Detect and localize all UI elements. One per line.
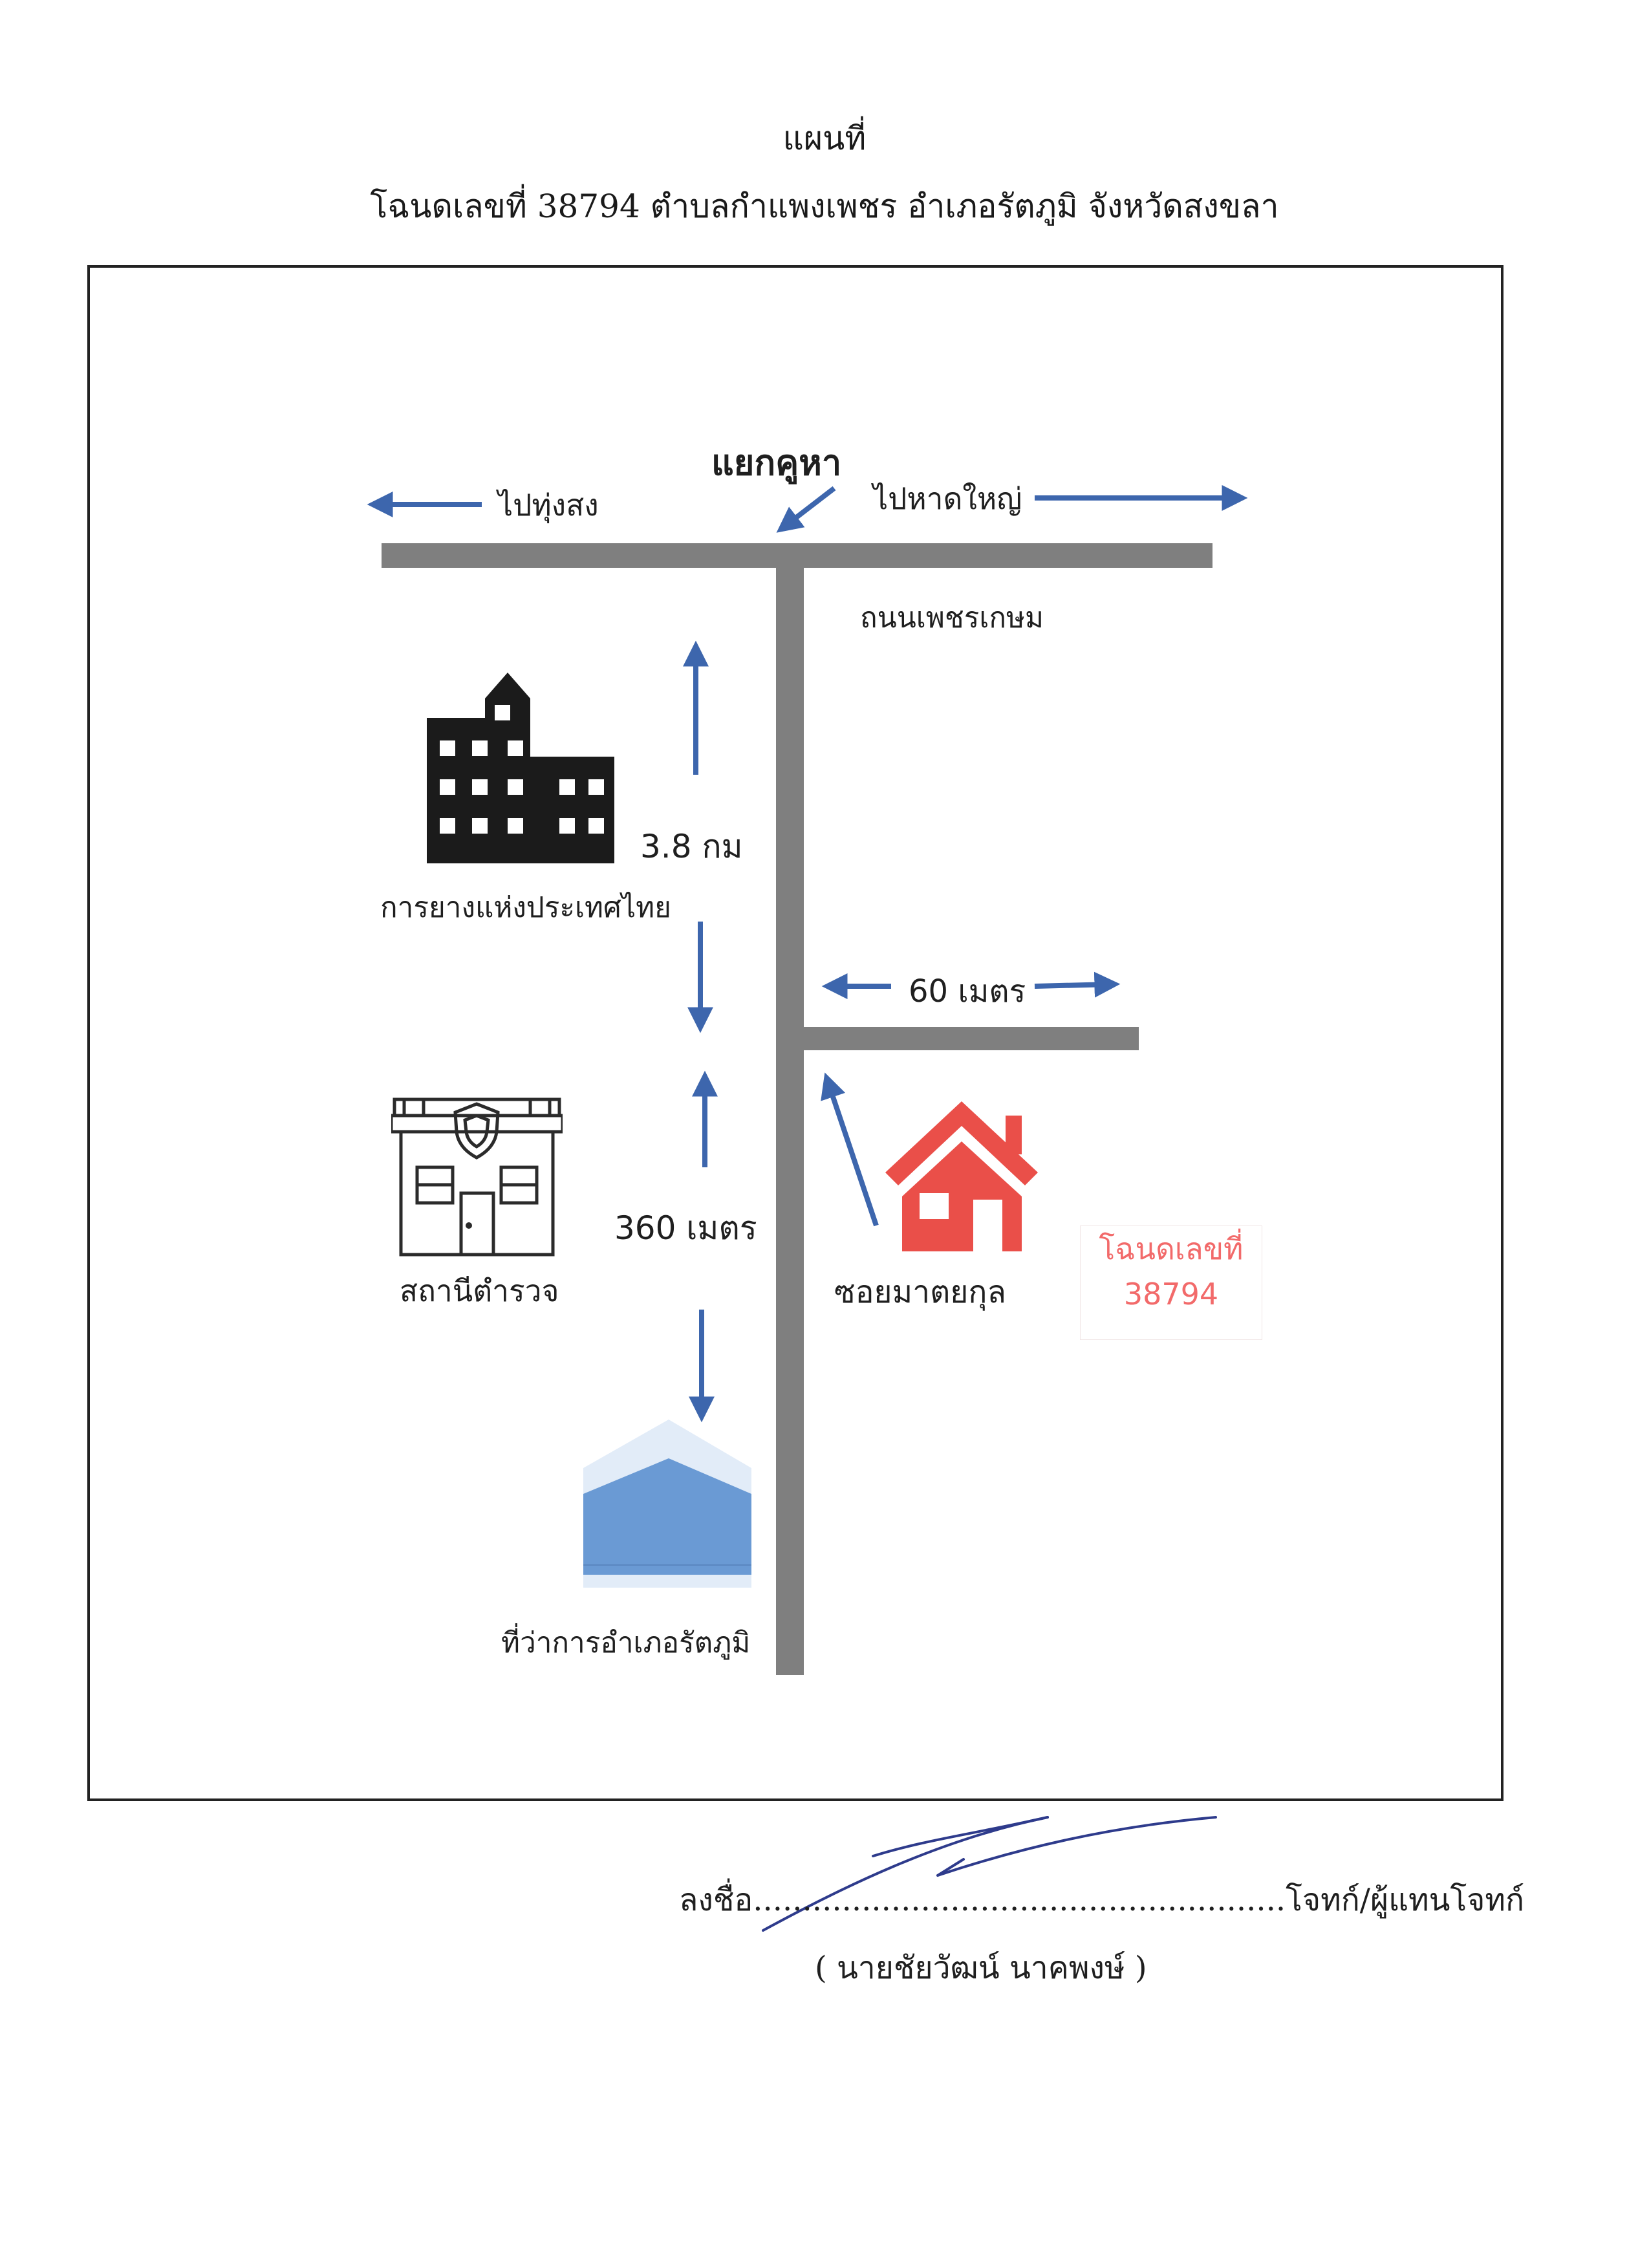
direction-thung-song-label: ไปทุ่งสง <box>498 488 599 523</box>
side-road-length-label: 60 เมตร <box>909 973 1026 1010</box>
soi-label: ซอยมาตยกุล <box>834 1274 1006 1310</box>
map-frame <box>87 265 1503 1801</box>
parcel-label-line2: 38794 <box>1123 1277 1219 1312</box>
main-road-vertical <box>776 568 804 1675</box>
junction-label: แยกคูหา <box>711 442 842 483</box>
signer-name: ( นายชัยวัฒน์ นาคพงษ์ ) <box>815 1950 1147 1986</box>
district-office-label: ที่ว่าการอำเภอรัตภูมิ <box>501 1626 751 1659</box>
house-icon <box>885 1101 1038 1251</box>
police-station-label: สถานีตำรวจ <box>400 1273 559 1308</box>
rubber-authority-label: การยางแห่งประเทศไทย <box>380 891 671 924</box>
page-title: แผนที่ <box>782 120 867 157</box>
main-road-horizontal <box>382 543 1212 568</box>
signature-scribble-icon <box>762 1816 1217 1932</box>
distance-south-label: 360 เมตร <box>614 1209 757 1247</box>
signature-line: ลงชื่อ..................................… <box>679 1882 1525 1918</box>
page-subtitle: โฉนดเลขที่ 38794 ตำบลกำแพงเพชร อำเภอรัตภ… <box>370 188 1279 225</box>
office-building-icon <box>427 673 614 863</box>
side-road-soi <box>804 1027 1139 1050</box>
district-office-icon <box>583 1420 751 1588</box>
parcel-label-line1: โฉนดเลขที่ <box>1099 1231 1244 1266</box>
parcel-number-label: โฉนดเลขที่ 38794 <box>1080 1226 1262 1340</box>
arrow-house-to-soi <box>821 1072 879 1227</box>
direction-hat-yai-label: ไปหาดใหญ่ <box>873 481 1022 516</box>
main-road-name: ถนนเพชรเกษม <box>860 601 1044 634</box>
arrow-side-right <box>1034 971 1121 998</box>
arrow-to-junction <box>776 486 836 533</box>
police-station-icon <box>391 1097 563 1257</box>
distance-north-label: 3.8 กม <box>640 828 743 865</box>
